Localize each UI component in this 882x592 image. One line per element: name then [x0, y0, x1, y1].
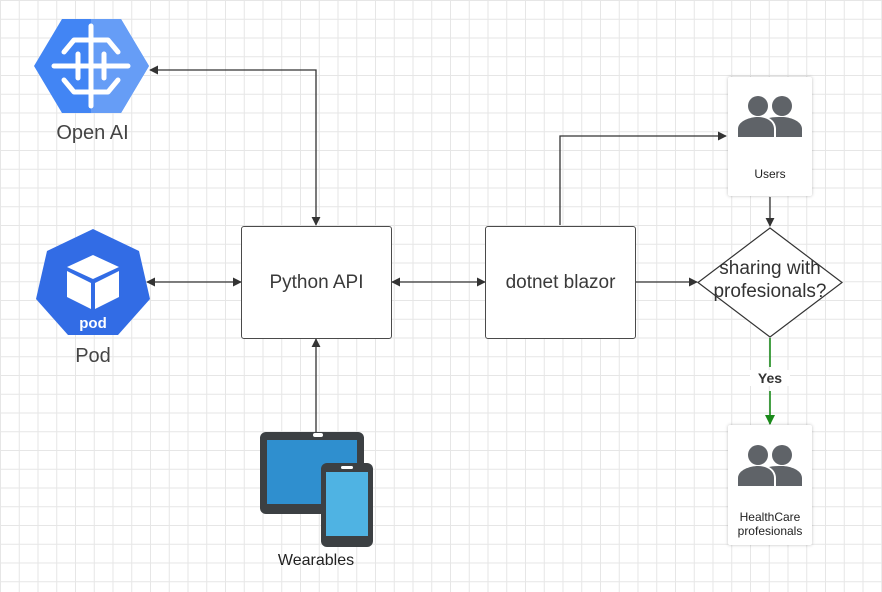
edge-dotnet-users [559, 131, 727, 225]
healthcare-card[interactable]: HealthCare profesionals [728, 425, 812, 545]
decision-label: sharing with profesionals? [713, 258, 827, 302]
wearables-label: Wearables [277, 552, 355, 569]
python-api-label: Python API [269, 271, 364, 293]
brain-circuit-icon [34, 19, 149, 113]
dotnet-blazor-box[interactable]: dotnet blazor [485, 226, 636, 339]
decision-diamond-shape [697, 227, 843, 338]
users-label: Users [754, 167, 786, 181]
openai-node[interactable]: Open AI [30, 16, 155, 148]
pod-label: Pod [75, 345, 111, 367]
people-icon [738, 445, 802, 486]
yes-label: Yes [750, 370, 790, 386]
pod-node[interactable]: pod Pod [35, 227, 151, 372]
users-card[interactable]: Users [728, 77, 812, 196]
people-icon [738, 96, 802, 137]
sharing-decision[interactable]: sharing with profesionals? [697, 227, 843, 338]
dotnet-blazor-label: dotnet blazor [505, 271, 616, 293]
kubernetes-pod-icon: pod [36, 229, 150, 335]
healthcare-label: HealthCare profesionals [737, 510, 803, 538]
openai-label: Open AI [56, 122, 129, 144]
tablet-phone-icon [260, 432, 373, 547]
edge-python-openai [149, 65, 321, 226]
wearables-node[interactable]: Wearables [255, 432, 377, 572]
python-api-box[interactable]: Python API [241, 226, 392, 339]
pod-badge: pod [79, 315, 107, 332]
